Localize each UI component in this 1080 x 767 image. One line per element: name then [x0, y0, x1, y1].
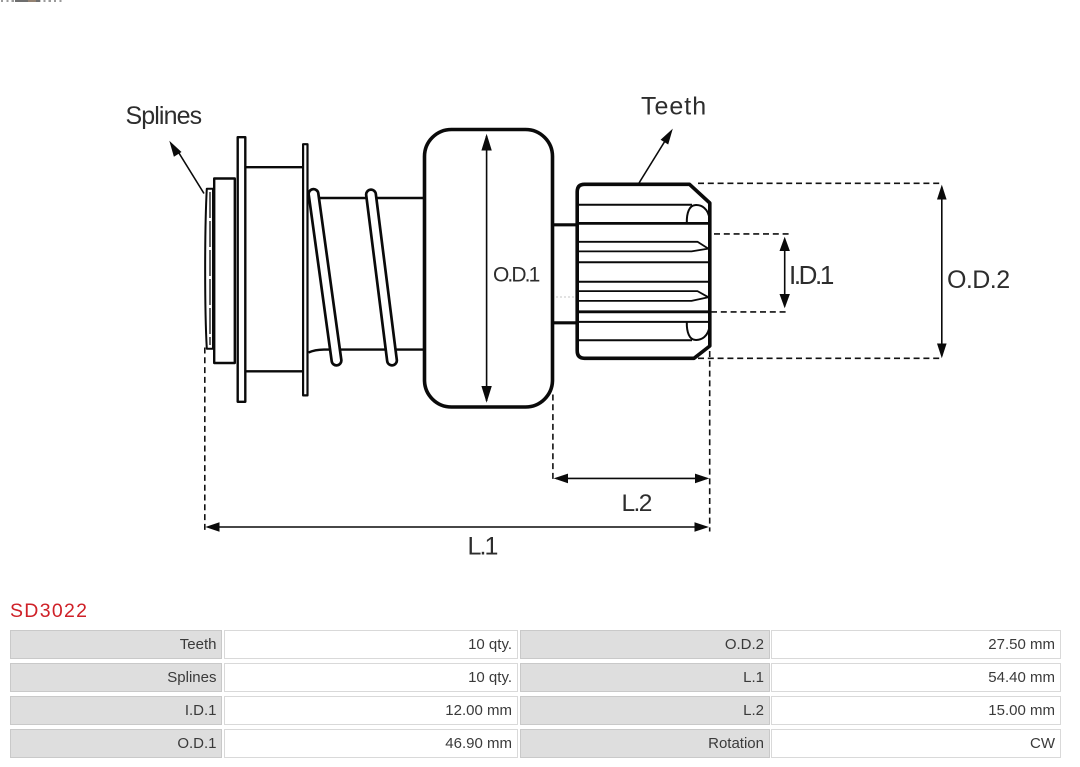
svg-text:O.D.2: O.D.2	[947, 266, 1010, 294]
svg-text:L.2: L.2	[622, 490, 652, 517]
svg-text:O.D.1: O.D.1	[493, 263, 540, 286]
svg-text:Splines: Splines	[126, 102, 202, 130]
svg-text:I.D.1: I.D.1	[789, 260, 834, 290]
svg-text:Teeth: Teeth	[641, 93, 707, 121]
svg-text:L.1: L.1	[468, 533, 498, 561]
